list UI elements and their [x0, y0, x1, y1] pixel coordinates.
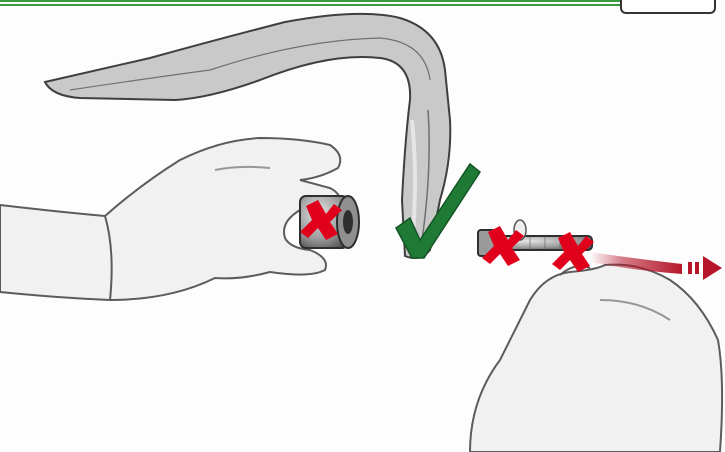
right-hand — [470, 265, 722, 452]
cross-icon — [552, 232, 594, 272]
left-hand — [0, 138, 340, 300]
